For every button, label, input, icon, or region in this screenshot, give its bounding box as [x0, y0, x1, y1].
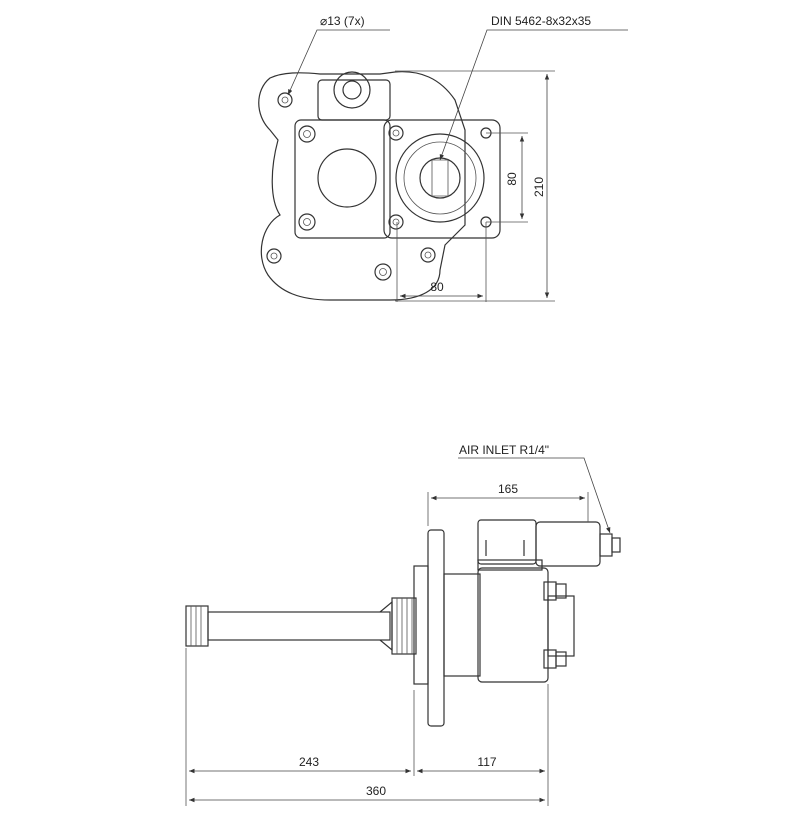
hole-note-leader	[287, 29, 390, 96]
spline-gear	[395, 133, 485, 223]
housing-outline	[258, 71, 466, 301]
bolt-holes	[266, 92, 492, 281]
dim-label-117: 117	[477, 755, 496, 769]
output-flange	[383, 119, 501, 239]
spline-gear-inner	[403, 141, 477, 215]
spline-key	[431, 159, 449, 197]
spline-note: DIN 5462-8x32x35	[491, 14, 591, 28]
top-view: ⌀13 (7x) DIN 5462-8x32x35 210 80 80	[258, 14, 628, 302]
dim-label-210: 210	[532, 177, 546, 197]
spline-note-leader	[439, 29, 628, 161]
air-inlet-note: AIR INLET R1/4"	[459, 443, 549, 457]
flange-bore	[317, 148, 377, 208]
dim-label-80-vertical: 80	[505, 172, 519, 186]
air-inlet-fitting	[611, 537, 621, 553]
pto-housing-top	[477, 559, 543, 571]
pto-housing	[477, 567, 549, 683]
top-valve-inner	[342, 80, 362, 100]
dim-label-243: 243	[299, 755, 319, 769]
top-valve-body	[317, 79, 391, 121]
shaft-gear	[391, 597, 417, 655]
dim-label-80-horizontal: 80	[430, 280, 444, 294]
dim-label-165: 165	[498, 482, 518, 496]
air-cylinder	[477, 519, 537, 565]
air-valve	[535, 521, 601, 567]
hole-note: ⌀13 (7x)	[320, 14, 365, 28]
air-inlet-leader	[458, 457, 611, 534]
spline-shaft-end	[185, 605, 209, 647]
dim-label-360: 360	[366, 784, 386, 798]
mounting-flange	[427, 529, 445, 727]
shaft	[207, 611, 391, 641]
pto-body	[443, 573, 481, 677]
spline-bore	[419, 157, 461, 199]
side-cover	[547, 595, 575, 657]
top-valve-outer	[333, 71, 371, 109]
side-view: AIR INLET R1/4" 165 243 117 360	[185, 443, 621, 806]
